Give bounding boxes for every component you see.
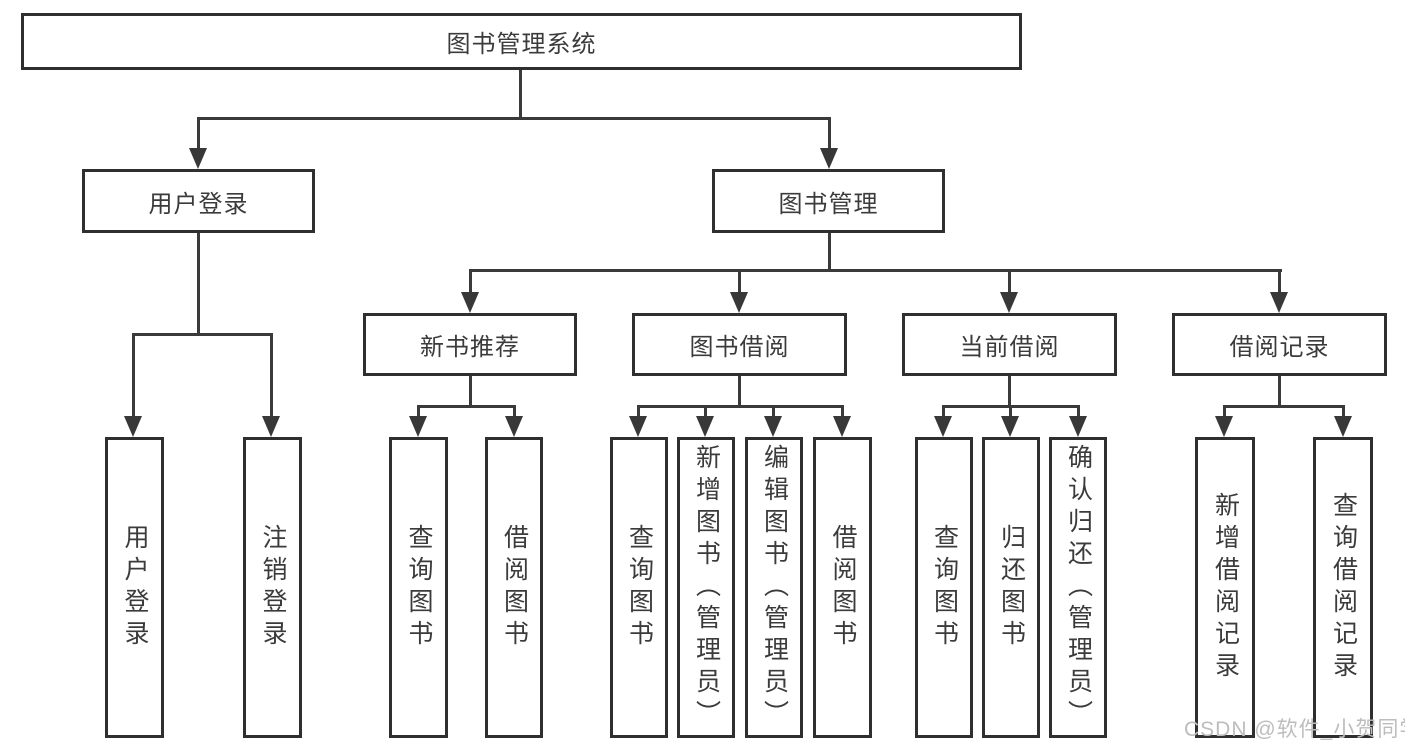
node-user-login: 用户登录 [82,169,315,233]
node-book-management: 图书管理 [712,169,945,233]
arrowhead-down-icon [696,416,714,437]
node-root: 图书管理系统 [21,13,1022,70]
arrowhead-down-icon [1270,292,1288,313]
node-borrow-records: 借阅记录 [1172,313,1387,376]
connector-line [132,333,135,419]
connector-line [637,405,640,419]
leaf-user-login: 用户登录 [105,437,164,738]
connector-line [738,376,741,407]
node-current-borrow: 当前借阅 [902,313,1117,376]
connector-line [469,269,472,295]
connector-line [738,269,741,295]
connector-line [1342,405,1345,419]
connector-line [197,117,200,151]
connector-line [772,405,775,419]
leaf-logout-label: 注销登录 [259,523,287,652]
connector-line [1278,269,1281,295]
arrowhead-down-icon [730,292,748,313]
arrowhead-down-icon [764,416,782,437]
connector-line [417,405,420,419]
csdn-watermark: CSDN @软件_小贺同学 [1184,718,1405,741]
leaf-query-books-2-label: 查询图书 [625,523,654,652]
connector-line [841,405,844,419]
leaf-confirm-return-admin: 确认归还（管理员） [1049,437,1107,738]
leaf-confirm-return-admin-label: 确认归还（管理员） [1064,443,1093,732]
connector-line [513,405,516,419]
arrowhead-down-icon [505,416,523,437]
connector-line [270,333,273,419]
node-book-management-label: 图书管理 [778,190,879,218]
connector-line [942,405,945,419]
connector-line [704,405,707,419]
arrowhead-down-icon [262,416,280,437]
connector-line [1008,269,1011,295]
leaf-add-books-admin: 新增图书（管理员） [677,437,735,738]
arrowhead-down-icon [1334,416,1352,437]
leaf-logout: 注销登录 [243,437,302,738]
leaf-add-borrow-record: 新增借阅记录 [1195,437,1255,738]
arrowhead-down-icon [189,148,207,169]
arrowhead-down-icon [629,416,647,437]
leaf-add-borrow-record-label: 新增借阅记录 [1211,491,1240,684]
node-user-login-label: 用户登录 [148,190,249,218]
connector-line [828,233,831,272]
connector-line [519,70,522,118]
connector-line [637,405,844,408]
node-current-borrow-label: 当前借阅 [959,334,1060,361]
connector-line [417,405,516,408]
node-new-book-recommend: 新书推荐 [363,313,577,376]
leaf-query-books-1: 查询图书 [389,437,448,738]
connector-line [1278,376,1281,407]
leaf-borrow-books-2: 借阅图书 [813,437,872,738]
arrowhead-down-icon [1001,416,1019,437]
connector-line [1223,405,1226,419]
connector-line [469,376,472,407]
leaf-query-borrow-record: 查询借阅记录 [1313,437,1373,738]
connector-line [1077,405,1080,419]
arrowhead-down-icon [820,148,838,169]
arrowhead-down-icon [1069,416,1087,437]
leaf-borrow-books-1-label: 借阅图书 [500,523,529,652]
connector-line [197,117,831,120]
arrowhead-down-icon [934,416,952,437]
arrowhead-down-icon [833,416,851,437]
arrowhead-down-icon [1000,292,1018,313]
node-borrow-records-label: 借阅记录 [1229,334,1330,361]
connector-line [1223,405,1345,408]
leaf-user-login-label: 用户登录 [121,523,149,652]
leaf-return-books: 归还图书 [982,437,1040,738]
leaf-query-books-2: 查询图书 [610,437,668,738]
arrowhead-down-icon [409,416,427,437]
leaf-borrow-books-1: 借阅图书 [485,437,543,738]
connector-line [828,117,831,151]
arrowhead-down-icon [124,416,142,437]
arrowhead-down-icon [461,292,479,313]
node-root-label: 图书管理系统 [446,31,597,58]
connector-line [469,269,1282,272]
leaf-query-books-3-label: 查询图书 [930,523,959,652]
leaf-query-books-3: 查询图书 [915,437,973,738]
connector-line [1008,376,1011,407]
node-new-book-recommend-label: 新书推荐 [420,334,520,361]
leaf-query-books-1-label: 查询图书 [405,523,433,652]
connector-line [197,233,200,334]
leaf-edit-books-admin-label: 编辑图书（管理员） [760,443,789,732]
node-book-borrow-label: 图书借阅 [689,334,790,361]
connector-line [1009,405,1012,419]
node-book-borrow: 图书借阅 [632,313,847,376]
leaf-borrow-books-2-label: 借阅图书 [829,523,857,652]
connector-line [132,333,273,336]
leaf-edit-books-admin: 编辑图书（管理员） [745,437,803,738]
arrowhead-down-icon [1215,416,1233,437]
leaf-return-books-label: 归还图书 [997,523,1026,652]
leaf-add-books-admin-label: 新增图书（管理员） [692,443,721,732]
leaf-query-borrow-record-label: 查询借阅记录 [1329,491,1358,684]
